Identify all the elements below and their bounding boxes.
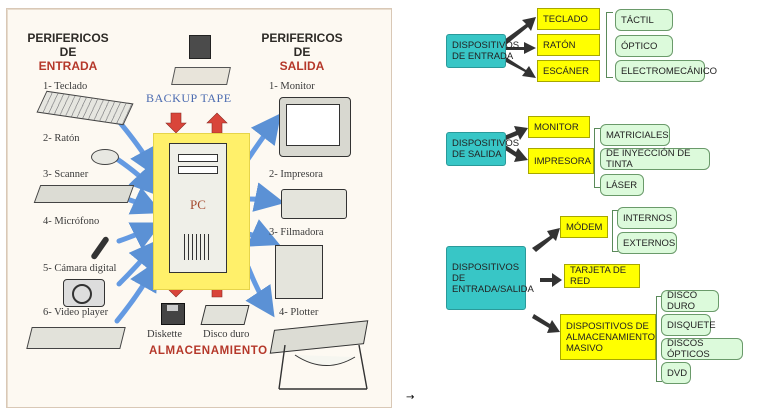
printer-type-label: MATRICIALES — [606, 129, 669, 141]
input-devices-title: DISPOSITIVOS DE ENTRADA — [452, 40, 520, 62]
input-device-label: 5- Cámara digital — [43, 263, 117, 274]
pc-tower-icon — [169, 143, 227, 273]
storage-item-label: Diskette — [147, 329, 182, 340]
storage-type-box: DVD — [661, 362, 691, 384]
output-item-box: IMPRESORA — [528, 148, 594, 174]
modem-type-label: EXTERNOS — [623, 237, 676, 249]
backup-disk-icon — [189, 35, 211, 59]
backup-tape-label: BACKUP TAPE — [146, 91, 232, 105]
header-line: DE — [293, 45, 311, 59]
input-item-label: TECLADO — [543, 13, 588, 25]
output-device-label: 2- Impresora — [269, 169, 323, 180]
storage-types-bracket — [656, 296, 662, 382]
printer-type-box: DE INYECCIÓN DE TINTA — [600, 148, 710, 170]
modem-label: MÓDEM — [566, 221, 603, 233]
storage-type-label: DISCO DURO — [667, 290, 698, 312]
storage-type-label: DVD — [667, 367, 688, 379]
output-item-box: MONITOR — [528, 116, 590, 138]
diskette-icon — [161, 303, 185, 325]
film-recorder-icon — [275, 245, 323, 299]
io-devices-box: DISPOSITIVOS DE ENTRADA/SALIDA — [446, 246, 534, 310]
modem-types-bracket — [612, 210, 618, 252]
input-device-label: 4- Micrófono — [43, 216, 100, 227]
modem-box: MÓDEM — [560, 216, 608, 238]
camera-icon — [63, 279, 105, 307]
storage-item-label: Disco duro — [203, 329, 250, 340]
storage-type-box: DISCO DURO — [661, 290, 719, 312]
input-device-label: 1- Teclado — [43, 81, 88, 92]
peripherals-illustration: PERIFERICOS DE ENTRADA PERIFERICOS DE SA… — [6, 8, 392, 408]
header-line: DE — [59, 45, 77, 59]
input-type-box: ELECTROMECÁNICO — [615, 60, 717, 82]
input-peripherals-header: PERIFERICOS DE ENTRADA — [23, 31, 113, 73]
modem-type-box: EXTERNOS — [617, 232, 677, 254]
mouse-icon — [91, 149, 119, 165]
output-devices-box: DISPOSITIVOS DE SALIDA — [446, 132, 519, 166]
output-device-label: 4- Plotter — [279, 307, 319, 318]
mass-storage-label: DISPOSITIVOS DE ALMACENAMIENTO MASIVO — [566, 320, 656, 354]
header-line: ENTRADA — [38, 59, 98, 73]
modem-type-box: INTERNOS — [617, 207, 677, 229]
header-line: SALIDA — [279, 59, 325, 73]
input-type-label: ÓPTICO — [621, 40, 658, 52]
network-card-label: TARJETA DE RED — [570, 265, 627, 287]
output-item-label: MONITOR — [534, 121, 579, 133]
input-type-box: TÁCTIL — [615, 9, 673, 31]
pc-label: PC — [190, 197, 206, 212]
input-device-label: 2- Ratón — [43, 133, 80, 144]
input-item-box: RATÓN — [537, 34, 600, 56]
input-type-label: ELECTROMECÁNICO — [621, 65, 718, 77]
header-line: PERIFERICOS — [27, 31, 109, 45]
input-item-label: ESCÁNER — [543, 65, 589, 77]
output-item-label: IMPRESORA — [534, 155, 592, 167]
modem-type-label: INTERNOS — [623, 212, 673, 224]
output-devices-title: DISPOSITIVOS DE SALIDA — [452, 138, 520, 160]
output-device-label: 3- Filmadora — [269, 227, 324, 238]
storage-title: ALMACENAMIENTO — [149, 345, 268, 357]
input-device-label: 3- Scanner — [43, 169, 89, 180]
output-device-label: 1- Monitor — [269, 81, 315, 92]
output-peripherals-header: PERIFERICOS DE SALIDA — [257, 31, 347, 73]
plotter-legs-icon — [278, 345, 368, 390]
storage-type-label: DISQUETE — [667, 319, 716, 331]
printer-type-label: DE INYECCIÓN DE TINTA — [606, 148, 691, 170]
mass-storage-box: DISPOSITIVOS DE ALMACENAMIENTO MASIVO — [560, 314, 656, 360]
input-item-label: RATÓN — [543, 39, 576, 51]
printer-type-box: LÁSER — [600, 174, 644, 196]
network-card-box: TARJETA DE RED — [564, 264, 640, 288]
cursor-arrow-icon: → — [406, 392, 415, 403]
storage-type-box: DISQUETE — [661, 314, 716, 336]
printer-type-box: MATRICIALES — [600, 124, 670, 146]
input-type-box: ÓPTICO — [615, 35, 673, 57]
printer-type-label: LÁSER — [606, 179, 638, 191]
input-types-bracket — [606, 12, 613, 78]
storage-type-box: DISCOS ÓPTICOS — [661, 338, 743, 360]
input-device-label: 6- Video player — [43, 307, 109, 318]
input-item-box: ESCÁNER — [537, 60, 600, 82]
input-devices-box: DISPOSITIVOS DE ENTRADA — [446, 34, 519, 68]
input-item-box: TECLADO — [537, 8, 600, 30]
header-line: PERIFERICOS — [261, 31, 343, 45]
printer-types-bracket — [594, 128, 601, 188]
printer-icon — [281, 189, 347, 219]
monitor-icon — [279, 97, 351, 157]
input-type-label: TÁCTIL — [621, 14, 654, 26]
storage-type-label: DISCOS ÓPTICOS — [667, 338, 710, 360]
io-devices-title: DISPOSITIVOS DE ENTRADA/SALIDA — [452, 261, 534, 295]
